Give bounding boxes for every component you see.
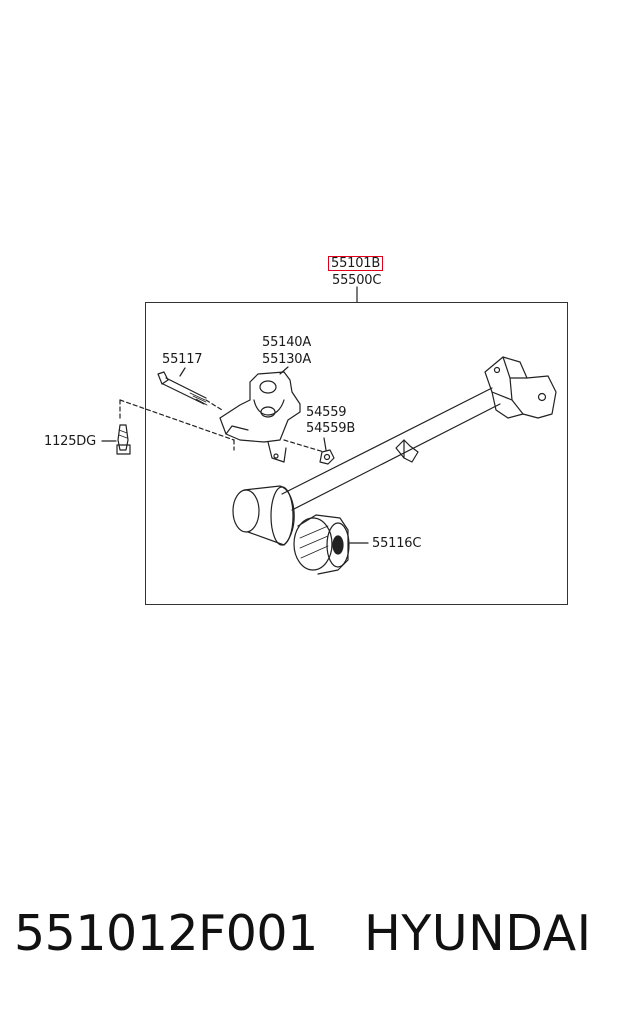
brand-name: HYUNDAI [364,905,592,962]
label-main-assembly: 55500C [332,273,382,288]
label-bracket-a: 55140A [262,335,312,350]
label-nut-b: 54559B [306,421,356,436]
label-main-highlighted[interactable]: 55101B [328,256,384,271]
nut-part [319,449,335,465]
arm-end-bracket [484,356,557,419]
parts-diagram: 55101B 55500C 55140A 55130A 55117 1125DG… [44,256,568,605]
label-nut-a: 54559 [306,405,347,420]
label-bracket-b: 55130A [262,352,312,367]
arm-tube [281,387,493,495]
footer: 551012F001 HYUNDAI [0,905,620,975]
label-bolt: 55117 [162,352,203,367]
part-number: 551012F001 [14,905,318,962]
assembly-frame [145,302,568,605]
rear-arm-illustration [101,286,557,575]
label-screw: 1125DG [44,434,96,449]
label-bushing: 55116C [372,536,422,551]
mounting-bracket [219,371,301,463]
bolt-part [157,371,208,406]
screw-part [116,424,131,455]
bushing-part [293,514,350,575]
